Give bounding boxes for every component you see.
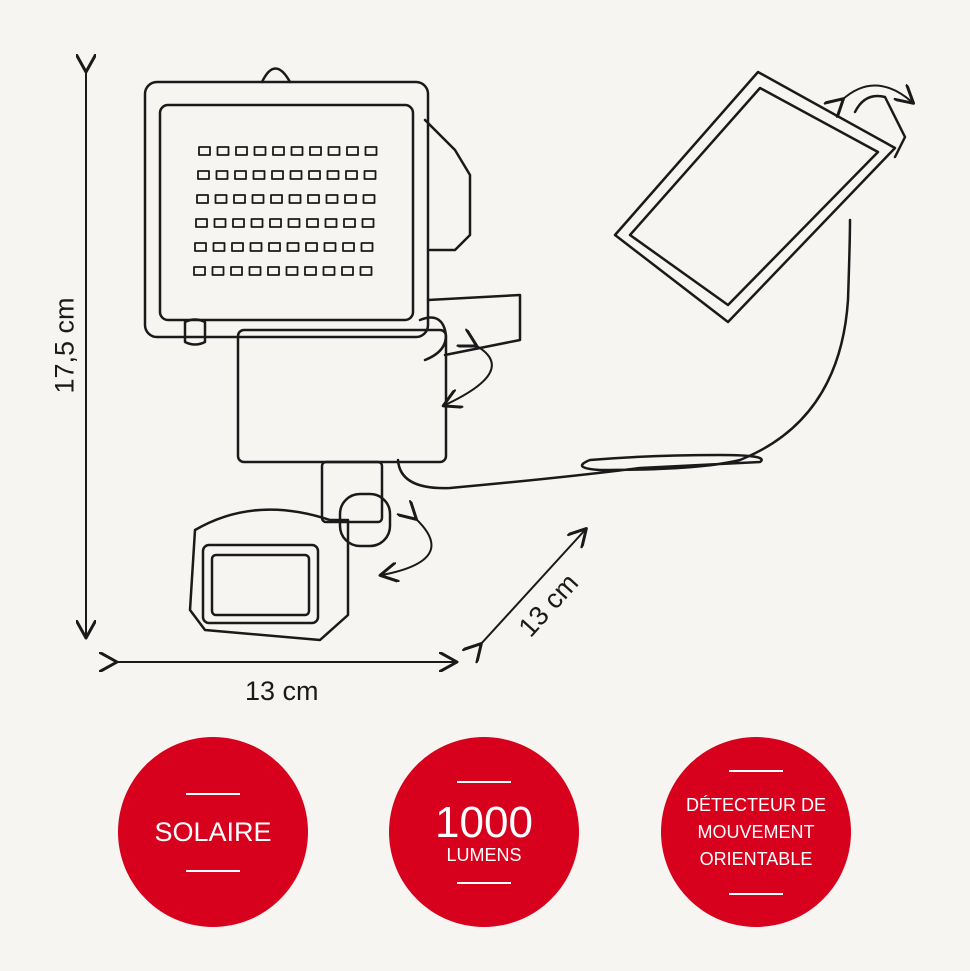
divider [186,869,240,872]
led [288,194,302,204]
floodlight [143,67,472,339]
led [213,218,227,228]
led [269,218,282,228]
led [362,194,376,204]
motion-sensor [188,508,350,642]
led [325,194,339,204]
led [268,242,281,252]
divider [457,881,511,884]
led [346,146,359,156]
led [324,218,338,228]
led [211,266,225,276]
led [253,146,267,156]
feature-line: ORIENTABLE [699,848,813,869]
rotate-arrow-panel-icon [842,85,912,102]
led [249,242,263,252]
led [197,170,210,180]
led [307,194,320,204]
led [235,146,248,156]
led [250,218,264,228]
rotate-arrow-bracket-icon [445,345,493,405]
led [234,170,247,180]
height-label: 17,5 cm [49,297,80,394]
led [304,266,317,276]
led [230,266,243,276]
led [271,170,284,180]
led [363,170,377,180]
led [341,266,354,276]
led [364,146,378,156]
led [270,194,283,204]
knob-right [418,316,448,362]
led [345,170,358,180]
led [216,146,230,156]
width-label: 13 cm [245,676,319,706]
arm [320,460,384,524]
led [360,242,374,252]
battery-box [236,328,448,464]
feature-line: MOUVEMENT [697,821,815,842]
feature-motion-sensor: DÉTECTEUR DE MOUVEMENT ORIENTABLE [661,737,851,927]
lumens-unit: LUMENS [446,844,522,865]
led [252,170,266,180]
led [193,266,206,276]
divider [186,792,240,795]
led [195,218,208,228]
led [272,146,285,156]
led [342,242,355,252]
feature-line: DÉTECTEUR DE [685,794,826,815]
led [214,194,228,204]
feature-solar: SOLAIRE [118,737,308,927]
led [327,146,341,156]
led [305,242,318,252]
cable [396,218,852,490]
divider [457,780,511,783]
rotate-arrow-sensor-icon [382,518,433,575]
bracket [426,293,522,357]
led [267,266,280,276]
led [322,266,336,276]
depth-dimension-line [480,530,585,645]
solar-panel [613,70,907,324]
led [343,218,356,228]
led [231,242,244,252]
feature-label: SOLAIRE [154,816,272,847]
divider [729,769,783,772]
led [251,194,265,204]
led [194,242,207,252]
led [290,146,304,156]
led [233,194,246,204]
led [198,146,211,156]
led [309,146,322,156]
led [361,218,375,228]
led [289,170,303,180]
led [232,218,245,228]
led [286,242,300,252]
led [323,242,337,252]
led [285,266,299,276]
led [215,170,229,180]
feature-lumens: 1000 LUMENS [389,737,579,927]
led [308,170,321,180]
led [196,194,209,204]
led [287,218,301,228]
led [344,194,357,204]
led [306,218,319,228]
led [359,266,373,276]
feature-text: DÉTECTEUR DE MOUVEMENT ORIENTABLE [686,792,826,873]
divider [729,892,783,895]
led [326,170,340,180]
lumens-value: 1000 [435,797,533,847]
knob-left [183,318,207,346]
led [248,266,262,276]
led [212,242,226,252]
